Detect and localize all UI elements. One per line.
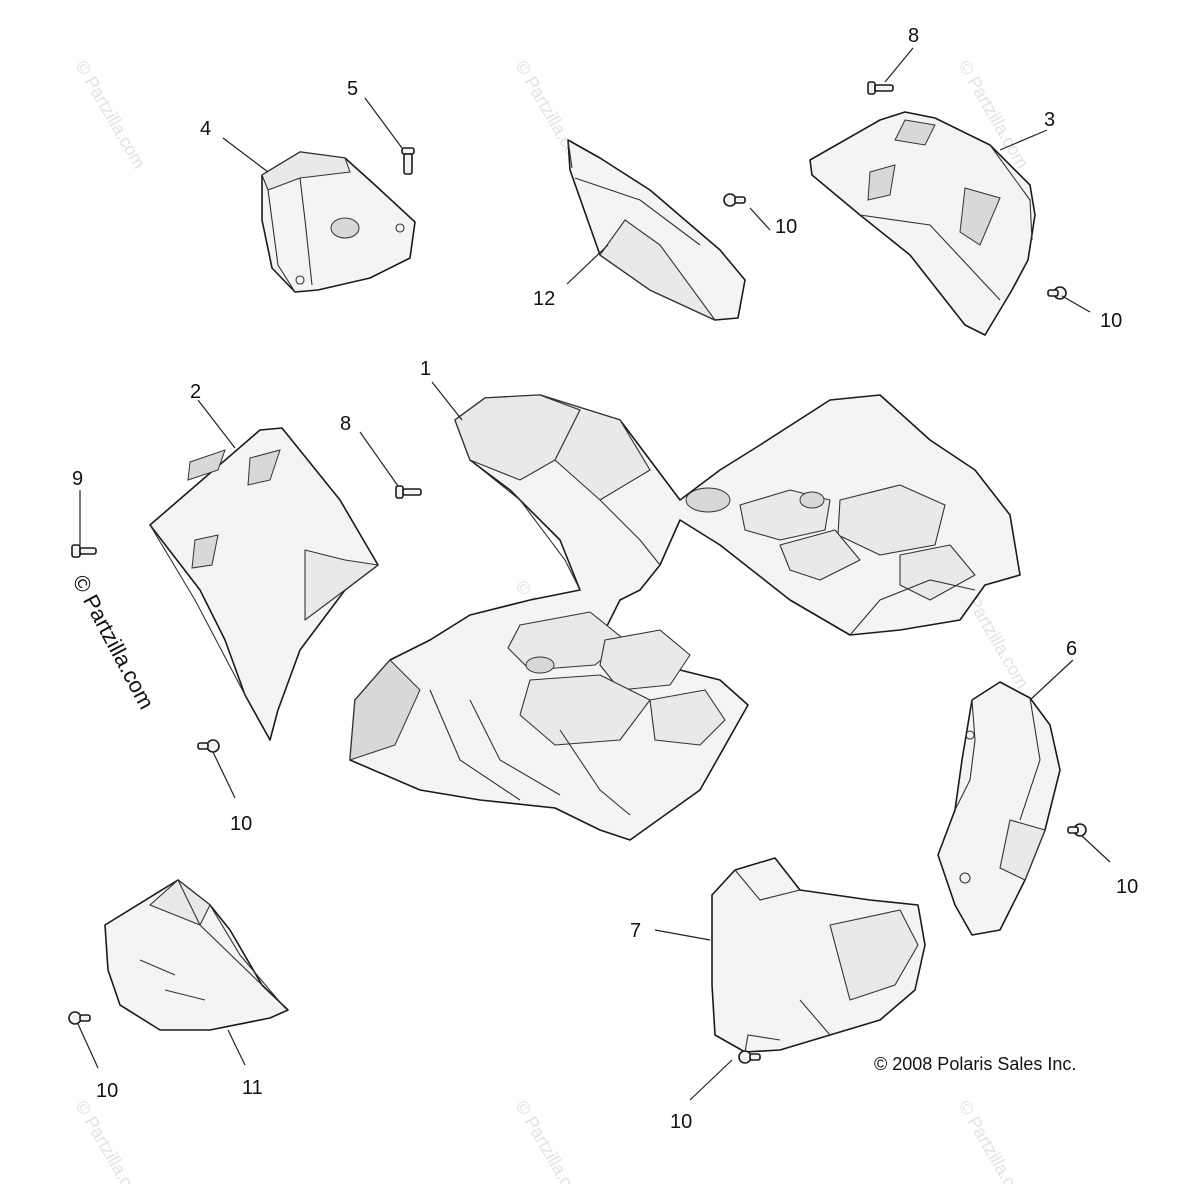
callout-11: 11: [242, 1077, 263, 1099]
clip-10-c: [197, 739, 220, 753]
callout-8-top: 8: [908, 25, 919, 47]
callout-1: 1: [420, 358, 431, 380]
callout-5: 5: [347, 78, 358, 100]
callout-4: 4: [200, 118, 211, 140]
part-1-main-body: [349, 394, 1021, 841]
callout-10-a: 10: [775, 216, 797, 238]
part-8-bolt-mid: [395, 485, 422, 499]
callout-3: 3: [1044, 109, 1055, 131]
clip-10-e: [68, 1011, 91, 1025]
callout-10-b: 10: [1100, 310, 1122, 332]
callout-10-c: 10: [230, 813, 252, 835]
clip-10-d: [1067, 823, 1087, 837]
callout-12: 12: [533, 288, 555, 310]
callouts: 4 5 12 10 3 8 10 1 2 8 9 10 6 10 7 10 11…: [72, 25, 1138, 1133]
part-2-side-panel: [149, 427, 379, 741]
part-10-clips: [68, 193, 1087, 1064]
part-11-lower-panel: [104, 879, 289, 1031]
clip-10-b: [1047, 286, 1067, 300]
part-4-cover: [261, 151, 416, 293]
callout-10-d: 10: [1116, 876, 1138, 898]
part-12-panel: [567, 139, 746, 321]
copyright-notice: © 2008 Polaris Sales Inc.: [874, 1054, 1076, 1074]
watermark-tl: © Partzilla.com: [72, 57, 150, 172]
callout-9: 9: [72, 468, 83, 490]
callout-2: 2: [190, 381, 201, 403]
part-6-side-panel: [937, 681, 1061, 936]
watermark-bc: © Partzilla.com: [512, 1097, 590, 1184]
watermark-bl: © Partzilla.com: [72, 1097, 150, 1184]
callout-8-mid: 8: [340, 413, 351, 435]
callout-7: 7: [630, 920, 641, 942]
callout-10-f: 10: [670, 1111, 692, 1133]
watermark-vertical: © Partzilla.com: [68, 571, 160, 714]
part-5-bolt: [401, 147, 415, 175]
clip-10-f: [738, 1050, 761, 1064]
leader-lines: [77, 47, 1111, 1101]
part-9-bolt: [71, 544, 97, 558]
watermark-br: © Partzilla.com: [955, 1097, 1033, 1184]
callout-6: 6: [1066, 638, 1077, 660]
part-7-lower-panel: [711, 857, 926, 1053]
part-3-side-panel: [809, 111, 1036, 336]
part-8-bolt-top: [867, 81, 894, 95]
clip-10-a: [723, 193, 746, 207]
callout-10-e: 10: [96, 1080, 118, 1102]
